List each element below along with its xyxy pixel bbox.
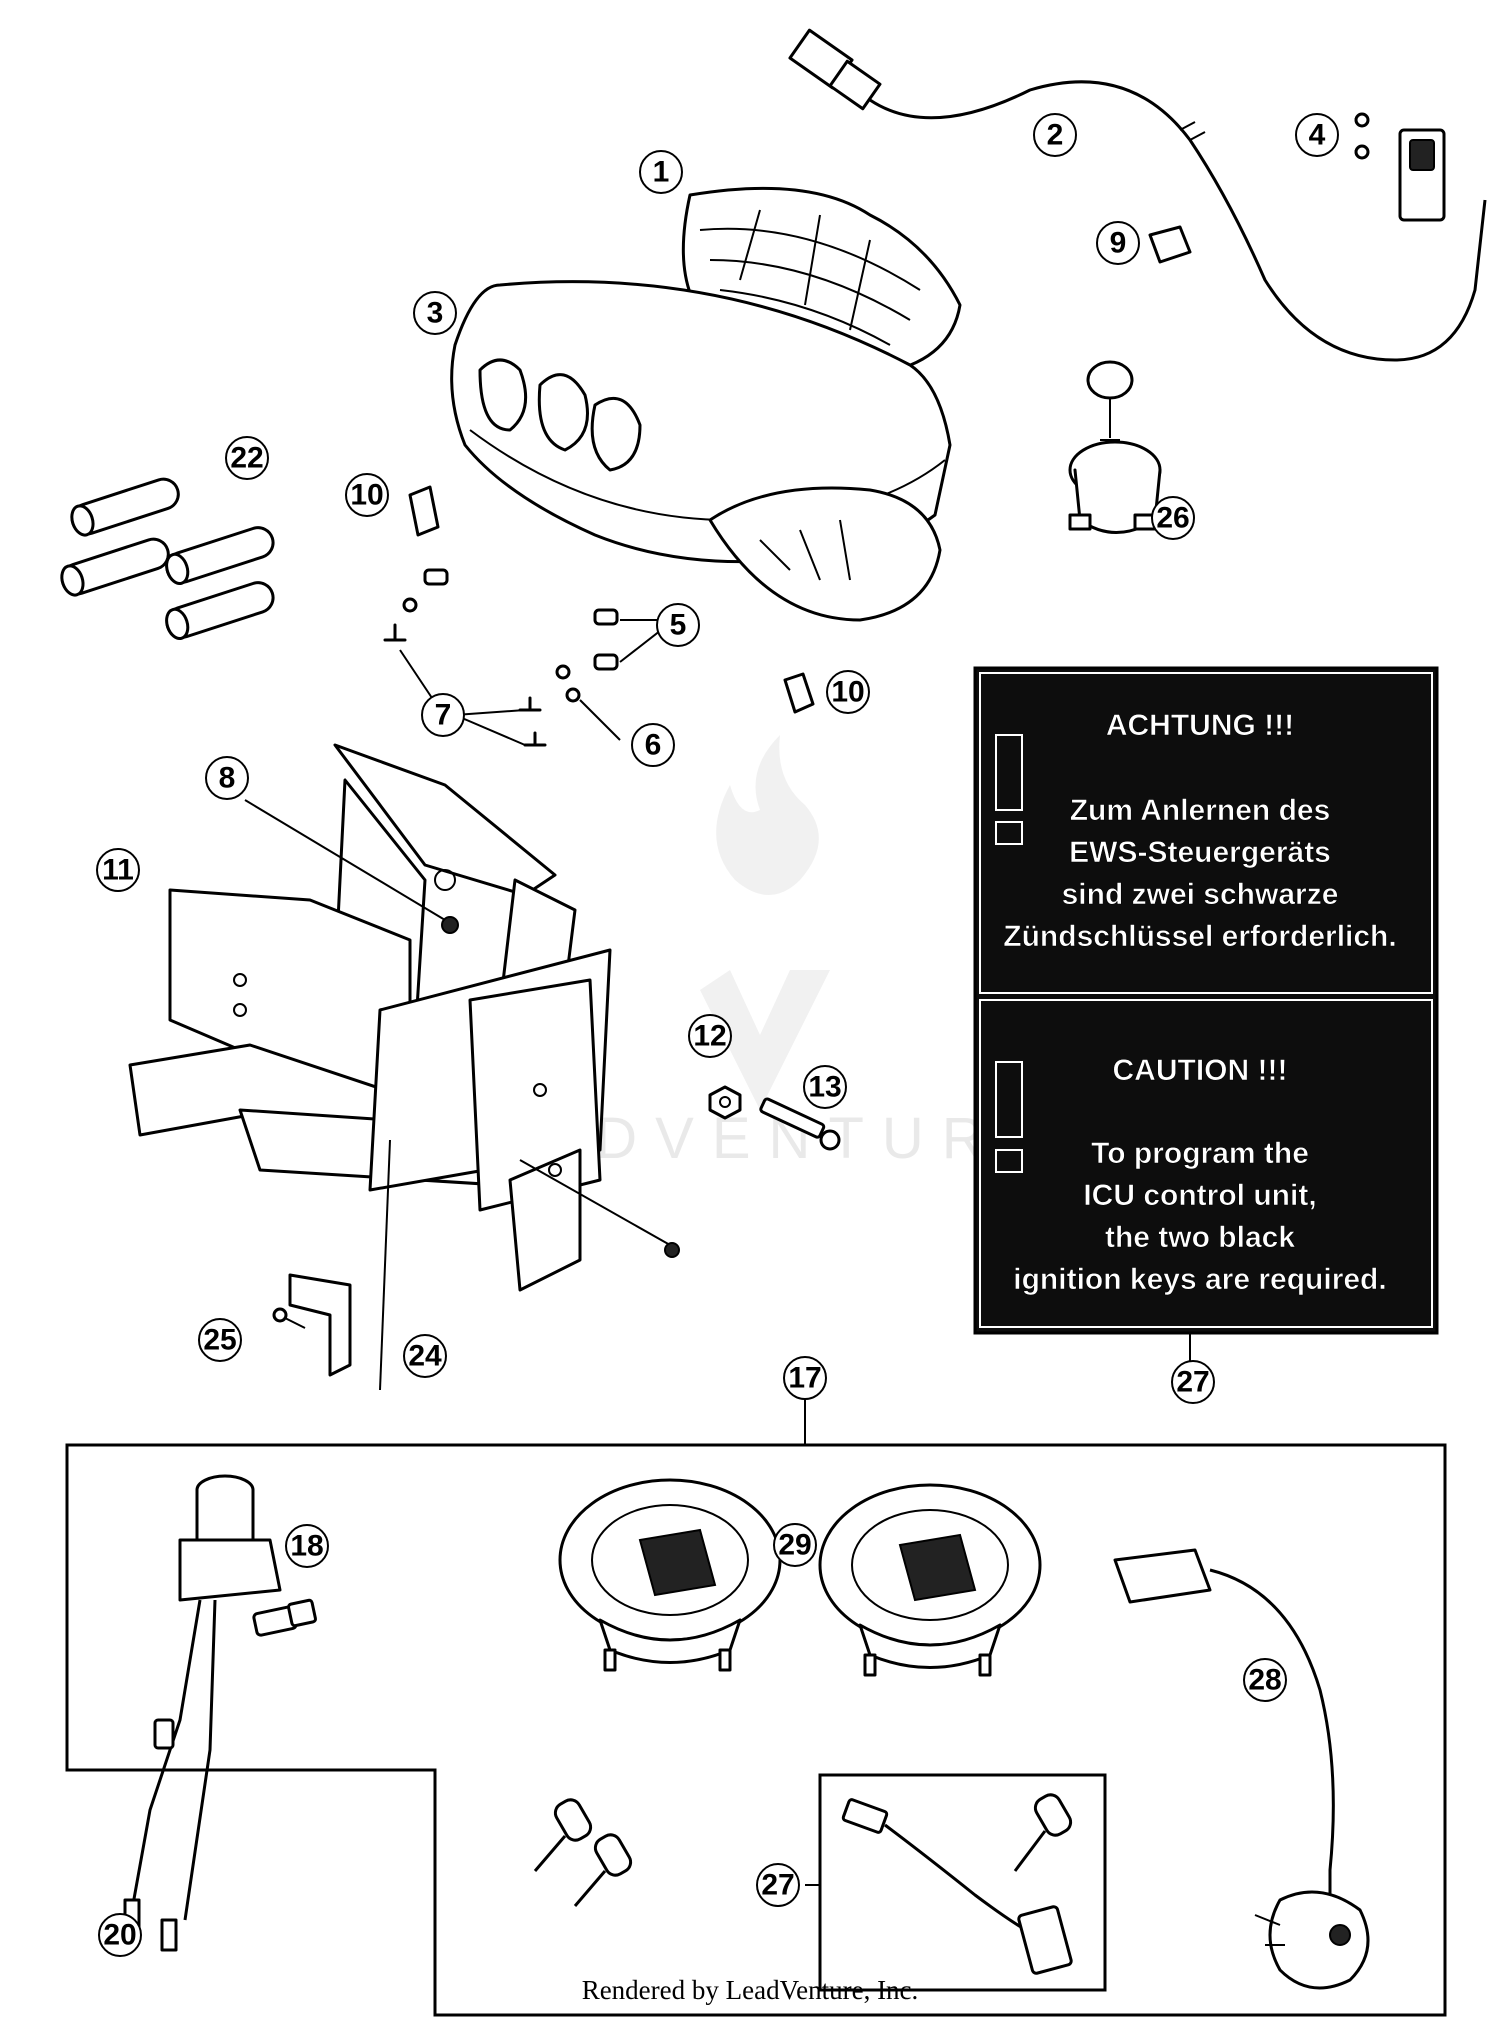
warning-de-heading: ACHTUNG !!! — [1106, 709, 1294, 742]
callout-6: 6 — [631, 723, 675, 767]
part-9-clip — [1148, 225, 1192, 264]
svg-text:10: 10 — [350, 479, 383, 512]
part-25-screw — [272, 1307, 306, 1329]
svg-text:27: 27 — [761, 1869, 794, 1902]
svg-text:22: 22 — [230, 442, 263, 475]
svg-text:3: 3 — [427, 297, 444, 330]
part-6-washers — [402, 597, 621, 741]
mount-bolt — [519, 1159, 680, 1258]
svg-text:6: 6 — [645, 729, 662, 762]
svg-text:4: 4 — [1309, 119, 1326, 152]
callout-2: 2 — [1033, 113, 1077, 157]
callout-3: 3 — [413, 291, 457, 335]
warning-en-line-4: ignition keys are required. — [1013, 1263, 1386, 1296]
callout-18: 18 — [285, 1524, 329, 1568]
part-2-wiring-harness — [788, 28, 1487, 362]
svg-text:10: 10 — [831, 676, 864, 709]
svg-text:17: 17 — [788, 1362, 821, 1395]
svg-text:20: 20 — [103, 1919, 136, 1952]
part-29-fuel-cap-right — [818, 1483, 1042, 1677]
svg-text:28: 28 — [1248, 1664, 1281, 1697]
callout-10-lower: 10 — [826, 670, 870, 714]
part-26-ignition-lock — [1068, 360, 1162, 534]
callout-28: 28 — [1243, 1658, 1287, 1702]
kit-17-boundary — [65, 1393, 1447, 2017]
svg-text:1: 1 — [653, 156, 670, 189]
callout-9: 9 — [1096, 221, 1140, 265]
callout-13: 13 — [803, 1065, 847, 1109]
part-13-bolt — [759, 1097, 841, 1151]
footer-credit: Rendered by LeadVenture, Inc. — [581, 1975, 919, 2005]
warning-de-line-4: Zündschlüssel erforderlich. — [1003, 920, 1396, 953]
callout-29: 29 — [773, 1523, 817, 1567]
part-10-speed-nut-upper — [408, 485, 440, 537]
svg-text:12: 12 — [693, 1020, 726, 1053]
svg-text:8: 8 — [219, 762, 236, 795]
svg-text:27: 27 — [1176, 1366, 1209, 1399]
callout-4: 4 — [1295, 113, 1339, 157]
callout-5: 5 — [656, 603, 700, 647]
part-22-tubes — [60, 477, 275, 641]
warning-de-line-3: sind zwei schwarze — [1062, 878, 1339, 911]
part-24-small-bracket — [288, 1139, 391, 1391]
svg-text:11: 11 — [102, 854, 134, 887]
callout-17: 17 — [783, 1356, 827, 1400]
svg-text:2: 2 — [1047, 119, 1064, 152]
svg-text:9: 9 — [1110, 227, 1127, 260]
svg-text:25: 25 — [203, 1324, 236, 1357]
part-5-grommets — [423, 568, 666, 671]
callout-1: 1 — [639, 150, 683, 194]
part-27-key-and-harness — [841, 1793, 1073, 1975]
part-29-fuel-cap-left — [558, 1478, 782, 1672]
part-10-speed-nut-lower — [783, 672, 815, 714]
part-28-immobilizer-sensor — [1113, 1548, 1370, 1990]
callout-24: 24 — [403, 1334, 447, 1378]
ignition-keys-loose — [533, 1798, 633, 1907]
warning-en-line-3: the two black — [1105, 1221, 1295, 1254]
callout-27-decal: 27 — [1171, 1360, 1215, 1404]
part-7-screws — [383, 623, 547, 747]
svg-text:26: 26 — [1156, 502, 1189, 535]
callout-20: 20 — [98, 1913, 142, 1957]
part-18-ignition-cylinder — [123, 1474, 317, 1952]
svg-text:24: 24 — [408, 1340, 442, 1373]
callout-8: 8 — [205, 756, 249, 800]
warning-de-line-1: Zum Anlernen des — [1070, 794, 1331, 827]
warning-decal: ACHTUNG !!! Zum Anlernen des EWS-Steuerg… — [973, 666, 1439, 1363]
svg-text:7: 7 — [435, 699, 452, 732]
part-12-nut — [708, 1085, 742, 1120]
callout-25: 25 — [198, 1318, 242, 1362]
part-4-connector-plate — [1354, 112, 1446, 222]
warning-en-heading: CAUTION !!! — [1113, 1054, 1288, 1087]
svg-text:18: 18 — [290, 1530, 323, 1563]
svg-text:29: 29 — [778, 1529, 811, 1562]
callout-7: 7 — [421, 693, 465, 737]
callout-12: 12 — [688, 1014, 732, 1058]
callout-11: 11 — [96, 848, 140, 892]
warning-en-line-2: ICU control unit, — [1083, 1179, 1316, 1212]
svg-text:5: 5 — [670, 609, 687, 642]
callout-22: 22 — [225, 436, 269, 480]
part-3-fairing — [450, 280, 952, 622]
warning-de-line-2: EWS-Steuergeräts — [1069, 836, 1331, 869]
callout-10-upper: 10 — [345, 473, 389, 517]
part-8-nut — [244, 799, 459, 934]
svg-text:13: 13 — [808, 1071, 841, 1104]
warning-en-line-1: To program the — [1091, 1137, 1309, 1170]
part-11-bracket — [128, 743, 612, 1292]
callout-27-kit: 27 — [756, 1863, 800, 1907]
callout-26: 26 — [1151, 496, 1195, 540]
